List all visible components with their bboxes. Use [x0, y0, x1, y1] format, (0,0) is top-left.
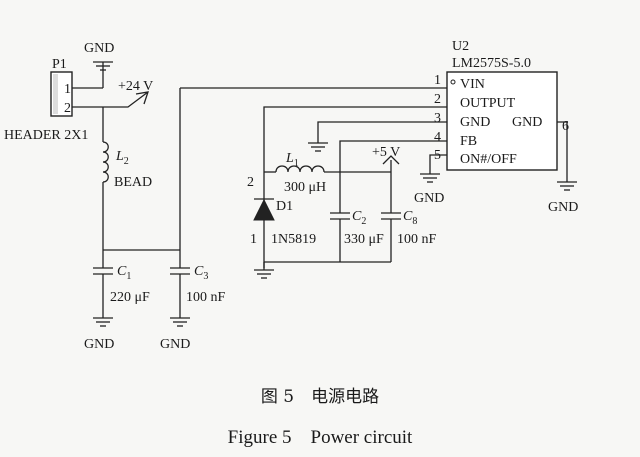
gnd-symbol-pin6: GND — [548, 181, 578, 215]
c2-value: 330 μF — [344, 232, 384, 247]
header-shading — [53, 74, 58, 114]
c8-value: 100 nF — [397, 232, 437, 247]
c1-ref: C1 — [117, 264, 131, 282]
gnd-label-pin6: GND — [548, 200, 578, 215]
u2-pin6-num: 6 — [562, 119, 569, 134]
u2-pin5-name: ON#/OFF — [460, 152, 517, 167]
wire-pin5-gnd — [429, 154, 447, 174]
header-p1: P1 1 2 HEADER 2X1 — [4, 57, 88, 143]
c3-ref: C3 — [194, 264, 208, 282]
u2-pin4-num: 4 — [434, 130, 441, 145]
gnd-symbol-pin5: GND — [414, 173, 444, 206]
u2-pin3-num: 3 — [434, 111, 441, 126]
vin-24v-flag: +24 V — [72, 79, 153, 108]
capacitor-c1: C1 220 μF — [93, 264, 150, 318]
capacitor-c3: C3 100 nF — [170, 264, 226, 318]
c1-value: 220 μF — [110, 290, 150, 305]
wire-pin6-gnd — [557, 121, 568, 182]
u2-pin4-name: FB — [460, 134, 477, 149]
regulator-u2: U2 LM2575S-5.0 VIN OUTPUT GND FB ON#/OFF… — [434, 39, 569, 171]
vout-5v-label: +5 V — [372, 145, 400, 160]
gnd-symbol-c1: GND — [84, 317, 114, 352]
diode-d1 — [253, 198, 275, 221]
u2-part: LM2575S-5.0 — [452, 56, 531, 71]
bead-ref: L2 — [115, 149, 129, 167]
header-part: HEADER 2X1 — [4, 128, 88, 143]
u2-ref: U2 — [452, 39, 469, 54]
u2-pin1-num: 1 — [434, 73, 441, 88]
u2-pin2-num: 2 — [434, 92, 441, 107]
capacitor-c8: C8 100 nF — [381, 209, 437, 262]
u2-pin3-name: GND — [460, 115, 490, 130]
wire-feedback — [339, 140, 447, 172]
u2-pin1-dot — [450, 79, 456, 85]
inductor-l1-coil — [275, 165, 325, 173]
vout-arrow — [382, 155, 400, 165]
header-pin2-num: 2 — [64, 101, 71, 116]
gnd-symbol-diode — [254, 269, 274, 279]
u2-body — [446, 71, 558, 171]
gnd-symbol-header: GND — [84, 41, 114, 88]
diode-ref: D1 — [276, 199, 293, 214]
c2-ref: C2 — [352, 209, 366, 227]
header-ref: P1 — [52, 57, 67, 72]
c8-ref: C8 — [403, 209, 417, 227]
inductor-ref: L1 — [285, 151, 299, 169]
header-pin1-num: 1 — [64, 82, 71, 97]
gnd-label-pin5: GND — [414, 191, 444, 206]
inductor-value: 300 μH — [284, 180, 326, 195]
vin-24v-label: +24 V — [118, 79, 153, 94]
bead-l2-coil — [102, 141, 109, 183]
wire-pin3-gnd — [317, 121, 447, 143]
diode-cathode-pin: 1 — [250, 232, 257, 247]
diode-anode-pin: 2 — [247, 175, 254, 190]
diode-part: 1N5819 — [271, 232, 316, 247]
caption-en: Figure 5 Power circuit — [228, 427, 413, 448]
u2-pin6-name: GND — [512, 115, 542, 130]
gnd-label-header: GND — [84, 41, 114, 56]
gnd-symbol-pin3 — [308, 142, 328, 152]
u2-pin1-name: VIN — [460, 77, 485, 92]
gnd-symbol-c3: GND — [160, 317, 190, 352]
caption-cn: 图 5 电源电路 — [261, 387, 379, 407]
capacitor-c2: C2 330 μF — [330, 209, 384, 262]
u2-pin2-name: OUTPUT — [460, 96, 516, 111]
gnd-label-c3: GND — [160, 337, 190, 352]
c3-value: 100 nF — [186, 290, 226, 305]
bead-label: BEAD — [114, 175, 152, 190]
gnd-label-c1: GND — [84, 337, 114, 352]
